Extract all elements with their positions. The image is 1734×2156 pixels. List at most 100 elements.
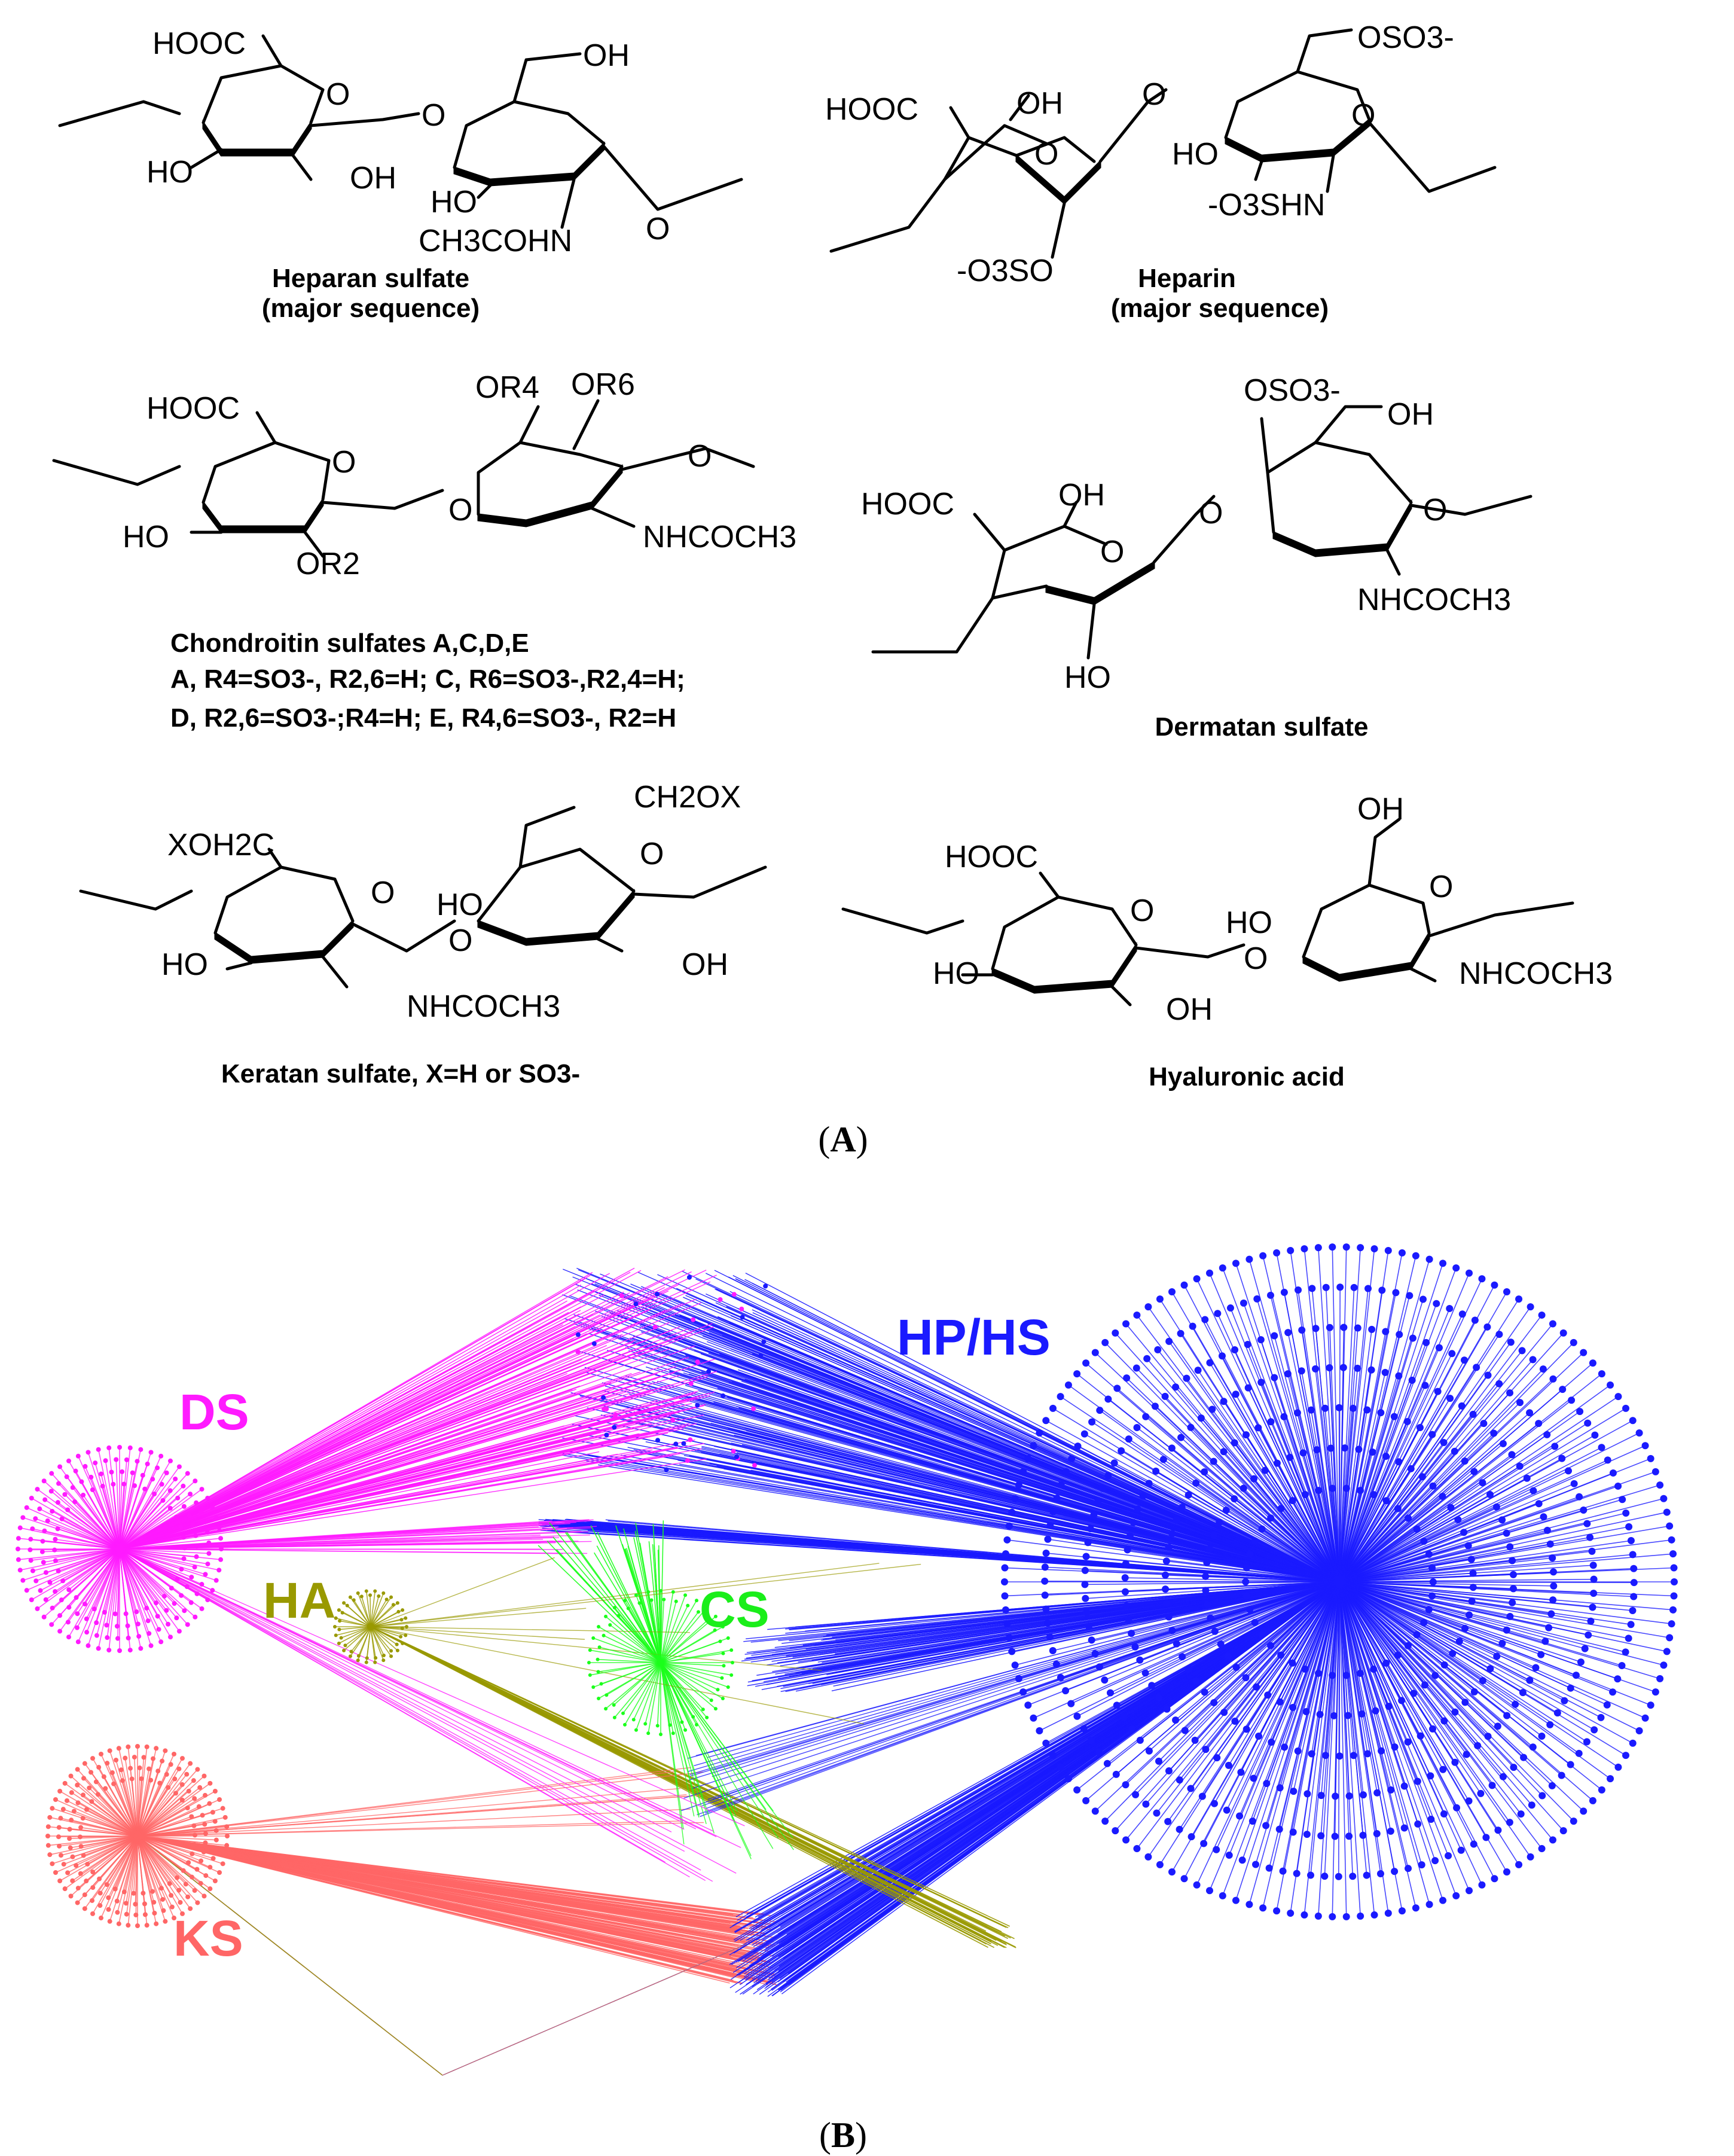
- network-node: [1290, 1788, 1298, 1795]
- network-node: [152, 1910, 157, 1916]
- network-edge: [1339, 1581, 1491, 1669]
- network-edge: [1339, 1416, 1395, 1582]
- network-edge: [370, 1563, 880, 1627]
- network-edge: [1339, 1581, 1433, 1597]
- network-node: [1607, 1775, 1614, 1783]
- network-node: [1396, 1331, 1403, 1338]
- network-node: [203, 1831, 208, 1836]
- network-edge: [660, 1662, 716, 1709]
- network-node: [199, 1606, 204, 1611]
- network-edge: [578, 1269, 1340, 1582]
- network-edge: [1339, 1526, 1629, 1582]
- atom: O: [326, 77, 350, 112]
- network-node: [384, 1597, 389, 1602]
- network-node: [1213, 1846, 1220, 1853]
- network-node: [197, 1785, 203, 1790]
- network-node: [1162, 1557, 1170, 1565]
- network-node: [1008, 1508, 1016, 1516]
- network-edge: [1339, 1581, 1409, 1743]
- network-node: [70, 1485, 75, 1490]
- network-node: [173, 1476, 178, 1481]
- atom: HO: [436, 888, 483, 922]
- network-node: [1427, 1816, 1435, 1823]
- network-node: [1551, 1443, 1559, 1450]
- network-node: [73, 1468, 78, 1474]
- network-node: [683, 1593, 688, 1597]
- network-node: [1011, 1661, 1019, 1669]
- network-node: [1538, 1732, 1546, 1740]
- network-edge: [105, 1460, 120, 1550]
- network-node: [637, 1601, 642, 1605]
- network-node: [646, 1590, 651, 1594]
- network-node: [1159, 1456, 1167, 1463]
- network-node: [1506, 1612, 1514, 1620]
- network-edge: [119, 1548, 196, 1618]
- network-node: [1404, 1642, 1412, 1649]
- network-edge: [119, 1526, 181, 1550]
- network-node: [16, 1536, 21, 1541]
- network-node: [28, 1536, 33, 1542]
- network-edge: [72, 1487, 120, 1550]
- network-edge: [370, 1626, 987, 1927]
- network-node: [681, 1441, 686, 1446]
- network-node: [1326, 1364, 1333, 1371]
- network-node: [28, 1558, 33, 1563]
- network-node: [1202, 1746, 1210, 1754]
- network-edge: [99, 1835, 138, 1880]
- network-edge: [119, 1321, 591, 1550]
- network-node: [740, 1315, 745, 1320]
- network-node: [194, 1554, 199, 1559]
- network-edge: [1245, 1581, 1340, 1678]
- network-node: [191, 1523, 196, 1528]
- network-edge: [119, 1489, 203, 1550]
- network-edge: [1339, 1376, 1400, 1582]
- network-node: [1068, 1455, 1076, 1463]
- network-node: [356, 1591, 360, 1595]
- network-node: [1122, 1560, 1129, 1568]
- network-edge: [1280, 1508, 1340, 1582]
- network-node: [1372, 1707, 1379, 1715]
- network-node: [192, 1796, 197, 1801]
- network-node: [1391, 1743, 1399, 1751]
- network-node: [1492, 1503, 1500, 1511]
- network-node: [121, 1889, 127, 1895]
- network-node: [167, 1505, 173, 1511]
- network-node: [115, 1636, 120, 1641]
- network-edge: [645, 1662, 661, 1724]
- network-node: [395, 1601, 399, 1605]
- network-node: [1062, 1687, 1070, 1695]
- network-node: [1321, 1873, 1329, 1880]
- network-node: [1660, 1661, 1668, 1669]
- network-node: [713, 1614, 718, 1618]
- network-node: [1473, 1364, 1480, 1371]
- network-node: [1484, 1371, 1492, 1379]
- network-edge: [706, 1293, 1340, 1582]
- network-edge: [1339, 1486, 1434, 1582]
- network-node: [1543, 1431, 1551, 1438]
- network-node: [84, 1616, 89, 1621]
- network-node: [97, 1903, 103, 1908]
- network-node: [81, 1492, 86, 1498]
- network-node: [123, 1755, 128, 1761]
- network-node: [1128, 1725, 1135, 1733]
- network-node: [1503, 1529, 1510, 1537]
- network-node: [1015, 1675, 1022, 1682]
- network-edge: [119, 1395, 710, 1550]
- network-node: [1064, 1381, 1072, 1389]
- network-node: [88, 1770, 94, 1775]
- network-node: [1232, 1260, 1240, 1267]
- network-node: [200, 1813, 205, 1818]
- network-node: [1073, 1370, 1081, 1378]
- network-node: [1630, 1579, 1638, 1587]
- network-node: [646, 1731, 651, 1736]
- network-node: [389, 1654, 393, 1658]
- network-node: [1369, 1448, 1376, 1456]
- network-node: [1084, 1539, 1092, 1547]
- network-node: [1266, 1642, 1274, 1649]
- network-node: [695, 1599, 698, 1603]
- network-node: [205, 1562, 210, 1567]
- network-node: [38, 1588, 43, 1593]
- network-edge: [1254, 1541, 1340, 1582]
- network-node: [1629, 1551, 1637, 1559]
- network-edge: [1284, 1581, 1340, 1748]
